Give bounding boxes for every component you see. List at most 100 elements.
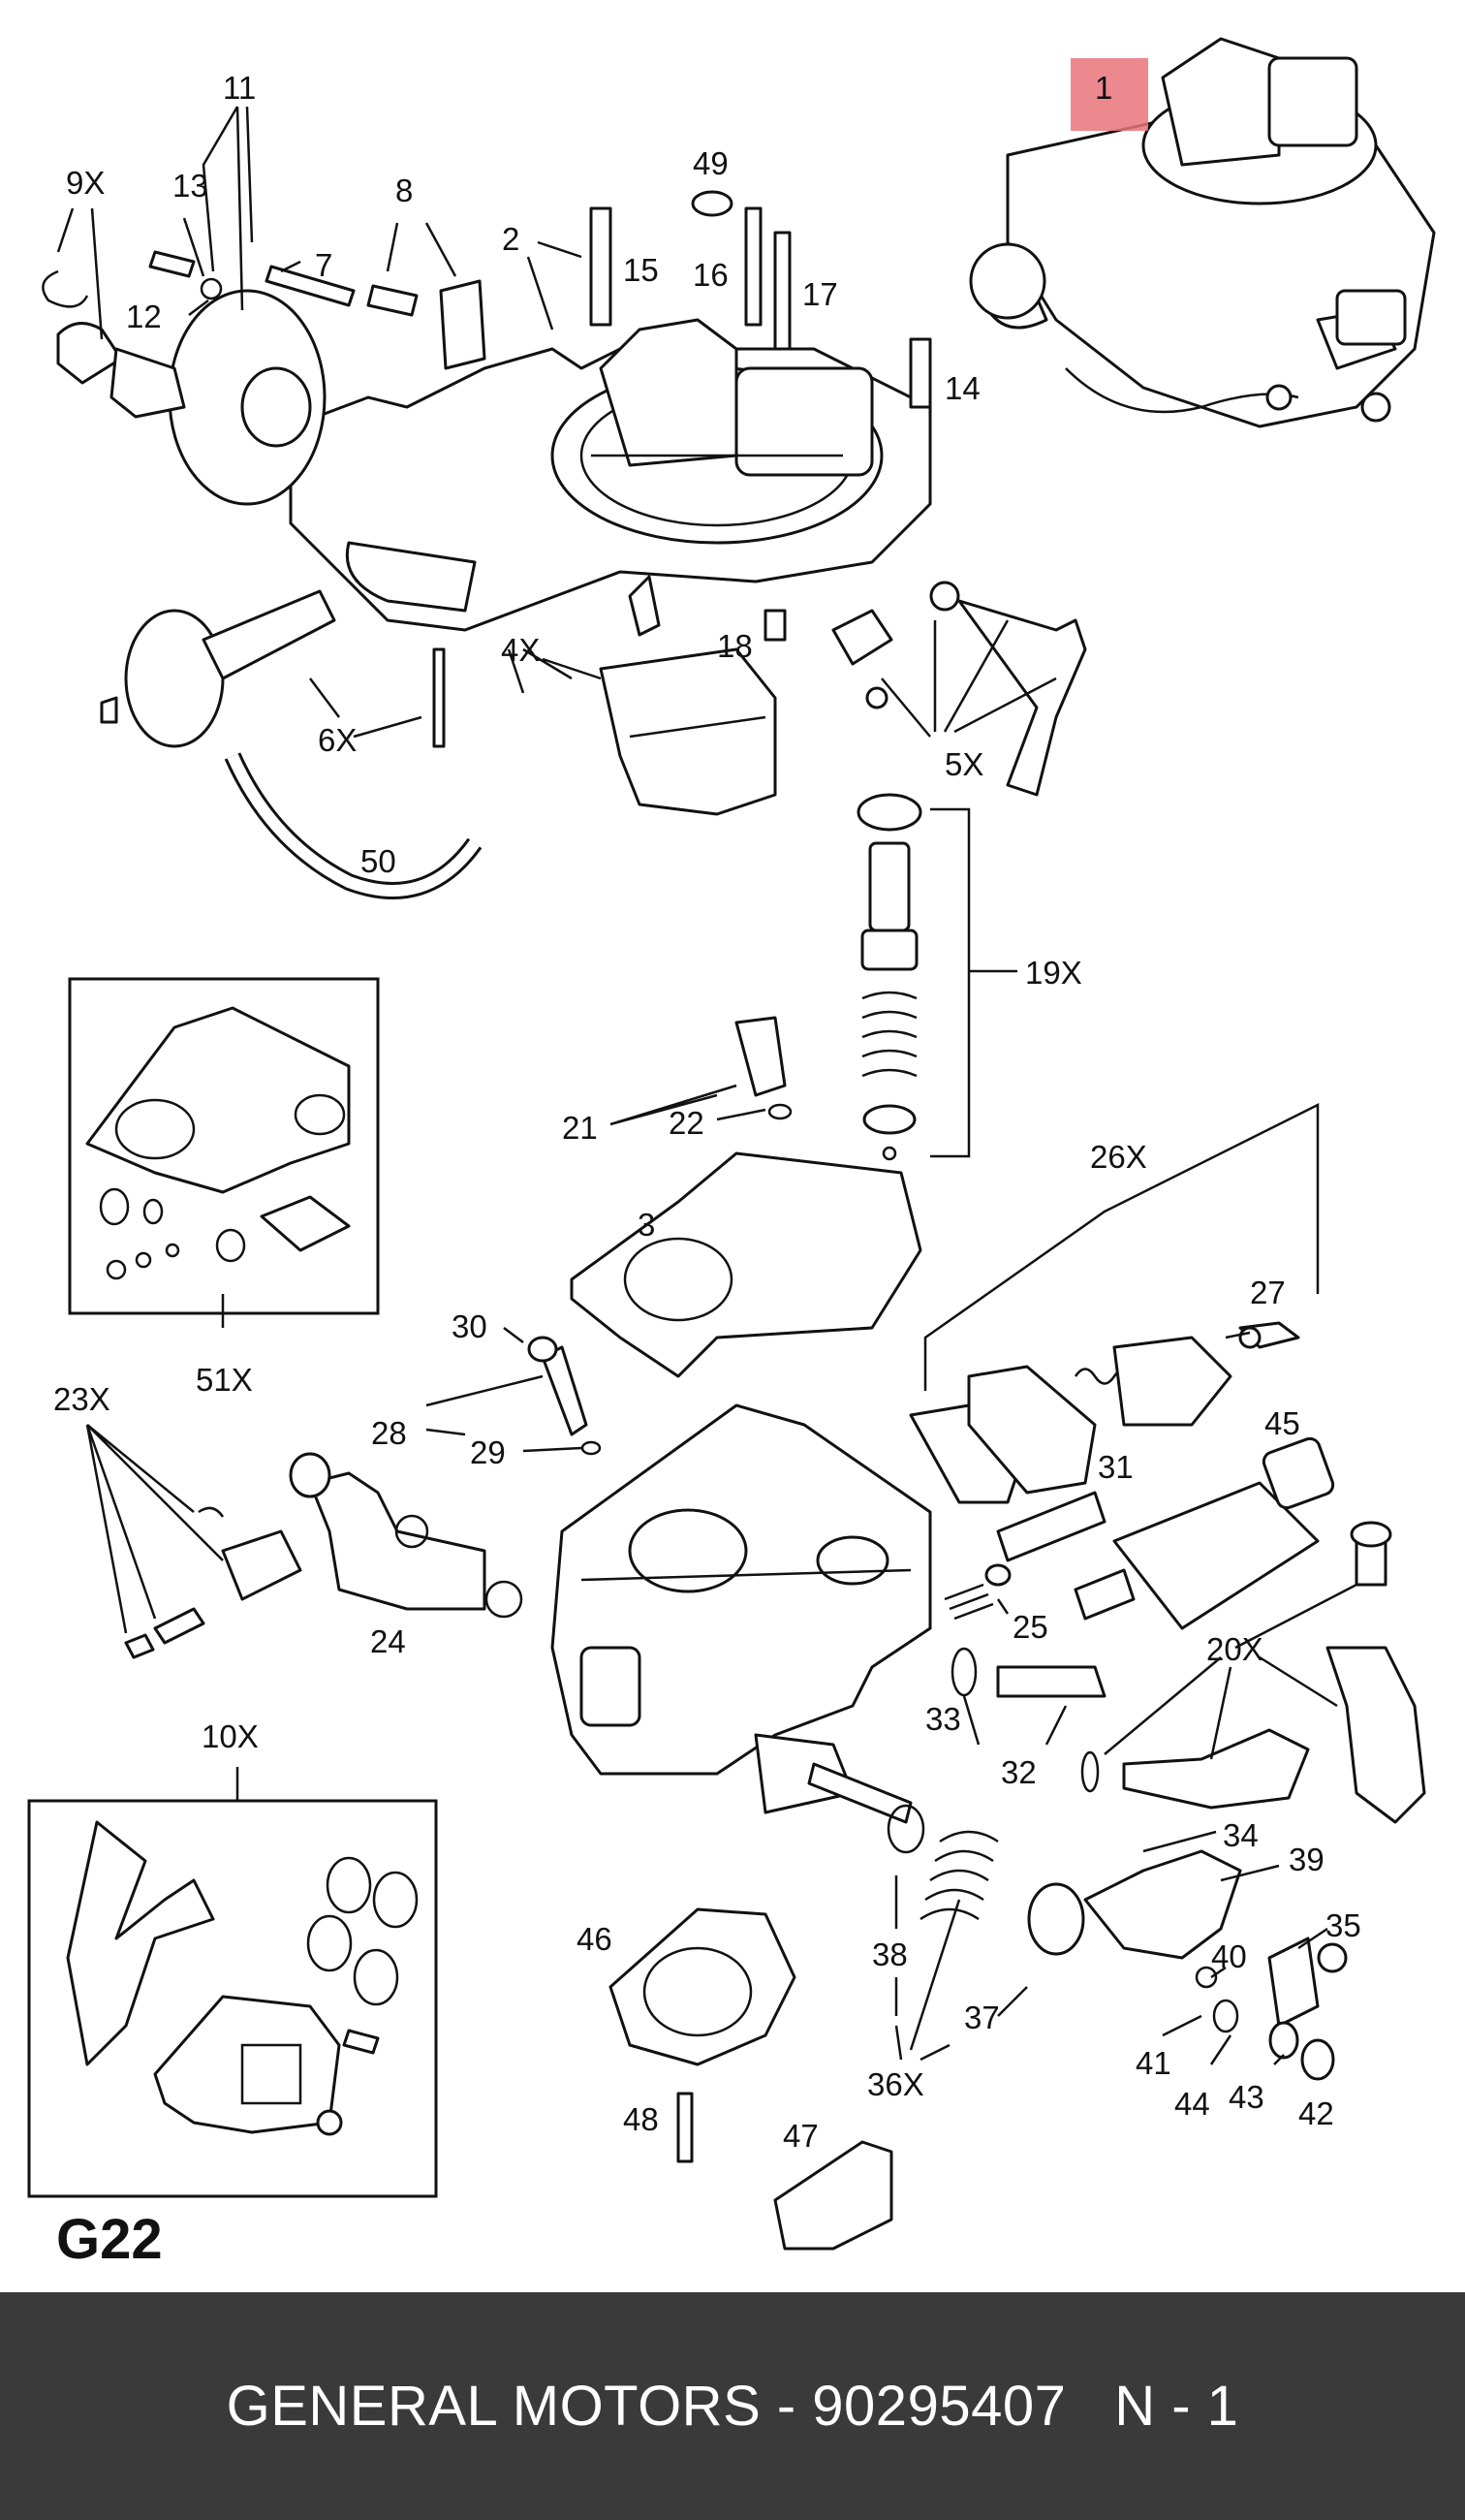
kit-box-51X [68, 977, 380, 1315]
callout-11: 11 [223, 70, 256, 106]
callout-36X: 36X [867, 2066, 924, 2102]
callout-46: 46 [577, 1921, 612, 1957]
callout-48: 48 [623, 2101, 659, 2137]
callout-2: 2 [502, 221, 519, 257]
hose-50-inner [227, 753, 480, 897]
lever-24 [308, 1471, 486, 1611]
callout-39: 39 [1289, 1842, 1325, 1877]
callout-43: 43 [1229, 2079, 1264, 2115]
screw-16 [744, 206, 763, 327]
callout-23X: 23X [53, 1381, 110, 1417]
gasket-47 [773, 2140, 893, 2251]
callout-47: 47 [783, 2118, 819, 2154]
callout-3: 3 [638, 1207, 655, 1243]
float-assembly [599, 575, 777, 816]
callout-35: 35 [1325, 1907, 1361, 1943]
cap-25 [984, 1563, 1012, 1587]
callout-42: 42 [1298, 2095, 1334, 2131]
callout-16: 16 [693, 257, 729, 293]
oring-29 [580, 1440, 602, 1456]
vacuum-unit [100, 589, 336, 748]
assembled-carburetor-thumbnail [969, 37, 1436, 428]
callout-50: 50 [360, 843, 396, 879]
callout-labels: 11 9X 13 7 8 49 2 15 16 17 12 14 4X 18 6… [53, 70, 1361, 2154]
nut-49 [691, 190, 733, 217]
linkage-5X [831, 581, 1087, 797]
bracket-26X [923, 1102, 1320, 1391]
callout-13: 13 [172, 168, 208, 204]
callout-15: 15 [623, 252, 659, 288]
upper-carburetor-body [289, 318, 932, 632]
callout-40: 40 [1211, 1938, 1247, 1974]
callout-9X: 9X [66, 165, 105, 201]
callout-24: 24 [370, 1623, 406, 1659]
callout-14: 14 [945, 370, 981, 406]
gasket-3 [570, 1151, 922, 1378]
gasket-46-hole [642, 1946, 753, 2037]
screw-17 [773, 231, 792, 351]
callout-44: 44 [1174, 2086, 1210, 2122]
callout-19X: 19X [1025, 955, 1082, 991]
clip-23X [198, 1506, 225, 1518]
page-code: G22 [56, 2208, 163, 2271]
callout-45: 45 [1264, 1405, 1300, 1441]
bracket-19X [930, 807, 1017, 1158]
plunger-part [56, 322, 123, 385]
screw-32 [996, 1665, 1107, 1698]
washer-12 [200, 277, 223, 300]
callout-4X: 4X [501, 632, 540, 668]
callout-22: 22 [669, 1105, 704, 1141]
callout-28: 28 [371, 1415, 407, 1451]
callout-5X: 5X [945, 746, 983, 782]
cap-30 [527, 1336, 558, 1363]
screw-7 [265, 265, 356, 307]
highlight-marker [1071, 58, 1148, 131]
block-23X [221, 1529, 302, 1601]
callout-6X: 6X [318, 722, 357, 758]
pump-26X [909, 1321, 1300, 1504]
callout-37: 37 [964, 2000, 1000, 2035]
callout-7: 7 [315, 247, 332, 283]
spring-25 [944, 1583, 994, 1621]
solenoid-45 [1074, 1436, 1335, 1630]
callout-31: 31 [1098, 1449, 1134, 1485]
callout-27: 27 [1250, 1275, 1286, 1310]
diaphragm-disc [168, 289, 327, 506]
stud-48 [676, 2092, 694, 2163]
oring-22 [767, 1103, 793, 1120]
oring-24b [484, 1580, 523, 1619]
callout-33: 33 [925, 1701, 961, 1737]
callout-32: 32 [1001, 1754, 1037, 1790]
highlight-label: 1 [1095, 70, 1112, 106]
callout-38: 38 [872, 1937, 908, 1972]
part-number-footer: GENERAL MOTORS - 90295407 N - 1 [0, 2292, 1465, 2520]
jet-31 [996, 1491, 1107, 1562]
callout-51X: 51X [196, 1362, 253, 1398]
cap-24 [289, 1452, 331, 1498]
part-number-text: GENERAL MOTORS - 90295407 N - 1 [226, 2375, 1239, 2438]
callout-17: 17 [802, 276, 838, 312]
idle-mixture-20X [1080, 1521, 1426, 1824]
callout-41: 41 [1136, 2045, 1171, 2081]
gasket-3-hole [623, 1237, 733, 1322]
bolt-8 [366, 284, 419, 317]
bracket-8 [439, 279, 486, 370]
nut-23X [124, 1633, 155, 1659]
callout-30: 30 [452, 1308, 487, 1344]
callout-21: 21 [562, 1110, 598, 1146]
screw-14 [909, 337, 932, 409]
connector-part [109, 347, 186, 419]
callout-34: 34 [1223, 1817, 1259, 1853]
jet-18 [764, 609, 787, 642]
callout-29: 29 [470, 1434, 506, 1470]
callout-20X: 20X [1206, 1631, 1263, 1667]
gasket-46 [608, 1907, 796, 2066]
callout-26X: 26X [1090, 1139, 1147, 1175]
return-spring-36X [887, 1804, 1348, 2081]
spring-23X [153, 1607, 205, 1645]
callout-8: 8 [395, 173, 413, 208]
screw-15 [589, 206, 612, 327]
callout-49: 49 [693, 145, 729, 181]
exploded-parts-diagram: 1 [27, 37, 1436, 2271]
oring-33 [951, 1647, 978, 1697]
